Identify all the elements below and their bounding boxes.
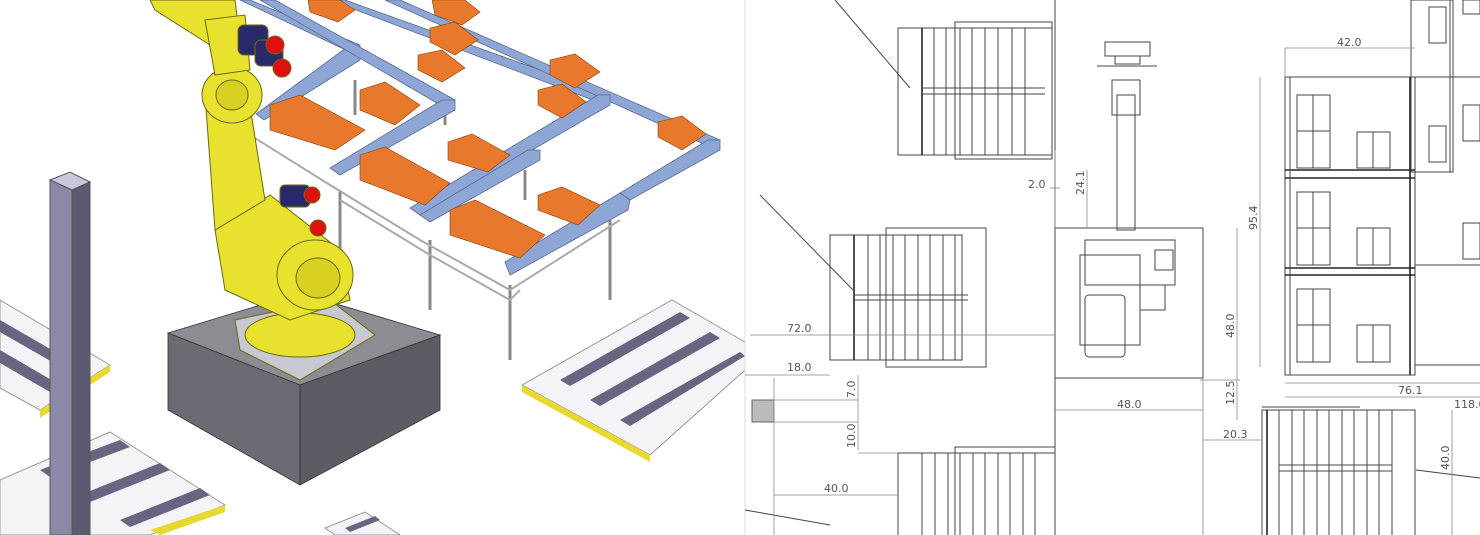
- dim-bottom-pallet-offset: 40.0: [824, 482, 849, 495]
- plan-drawing: 2.0 24.1 72.0 18.0 7.0 10.0 40.0 48.0 48…: [744, 0, 1480, 535]
- dim-right-pallet-depth: 40.0: [1439, 446, 1452, 471]
- dim-robot-offset-y: 24.1: [1074, 171, 1087, 196]
- column-marker: [751, 399, 775, 423]
- dim-conveyor-length: 95.4: [1247, 206, 1260, 231]
- isometric-render: [0, 0, 746, 535]
- leader-line: [834, 0, 911, 89]
- dim-gap-upper: 7.0: [845, 381, 858, 399]
- pallet-bottom: [897, 446, 1056, 535]
- dim-base-width: 48.0: [1117, 398, 1142, 411]
- dimension-labels: 2.0 24.1 72.0 18.0 7.0 10.0 40.0 48.0 48…: [787, 36, 1480, 495]
- robot-base-plan: [1054, 0, 1204, 535]
- dim-pallet-left-offset: 18.0: [787, 361, 812, 374]
- pallet-bottom-right: [1261, 406, 1480, 535]
- pallet-left-lower: [0, 431, 227, 535]
- cartons: [269, 0, 707, 259]
- dim-robot-offset-x: 2.0: [1028, 178, 1046, 191]
- dim-rack-span: 76.1: [1398, 384, 1423, 397]
- pallet-right: [520, 299, 746, 462]
- dim-pallet-to-base: 72.0: [787, 322, 812, 335]
- pallet-top: [897, 21, 1053, 160]
- pallet-bottom-partial: [323, 511, 401, 535]
- leader-line: [759, 194, 854, 291]
- pallet-middle: [829, 227, 987, 368]
- dim-gap-lower: 10.0: [845, 424, 858, 449]
- dim-total-span: 118.0: [1454, 398, 1480, 411]
- column-pillar: [48, 171, 92, 535]
- rack-conveyor-plan: [1284, 0, 1480, 376]
- dim-base-gap: 12.5: [1224, 381, 1237, 406]
- dim-conveyor-width: 42.0: [1337, 36, 1362, 49]
- dim-rack-offset: 20.3: [1223, 428, 1248, 441]
- dimension-lines: [745, 47, 1480, 535]
- dim-base-depth: 48.0: [1224, 314, 1237, 339]
- industrial-robot: [149, 0, 376, 381]
